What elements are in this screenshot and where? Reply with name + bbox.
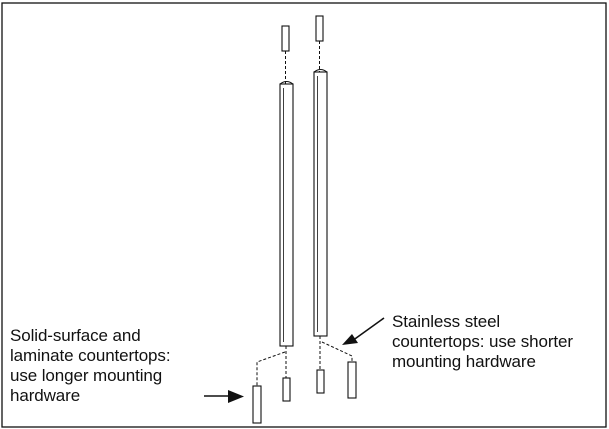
- rod-2-top-cap: [313, 69, 328, 73]
- rod-1-long-hardware-connector: [256, 351, 286, 386]
- rod-2: [313, 71, 328, 337]
- rod-2-top-pin: [315, 15, 324, 42]
- rod-1-short-hardware: [282, 377, 291, 402]
- callout-left-line-3: use longer mounting: [10, 366, 163, 385]
- rod-2-long-hardware-connector: [321, 341, 353, 362]
- rod-1-top-cap: [279, 81, 294, 85]
- rod-1: [279, 83, 294, 347]
- callout-left-line-4: hardware: [10, 386, 81, 405]
- callout-shorter-hardware: Stainless steel countertops: use shorter…: [392, 312, 573, 372]
- left-callout-arrow: [204, 390, 244, 403]
- right-callout-arrow: [342, 317, 385, 345]
- callout-right-line-3: mounting hardware: [392, 352, 536, 371]
- callout-left-line-1: Solid-surface and: [10, 326, 141, 345]
- rod-2-short-hardware: [316, 369, 325, 394]
- rod-2-long-hardware: [347, 361, 357, 399]
- callout-right-line-1: Stainless steel: [392, 312, 501, 331]
- rod-1-top-pin: [281, 25, 290, 52]
- rod-1-long-hardware: [252, 385, 262, 424]
- callout-right-line-2: countertops: use shorter: [392, 332, 573, 351]
- callout-left-line-2: laminate countertops:: [10, 346, 171, 365]
- callout-longer-hardware: Solid-surface and laminate countertops: …: [10, 326, 171, 406]
